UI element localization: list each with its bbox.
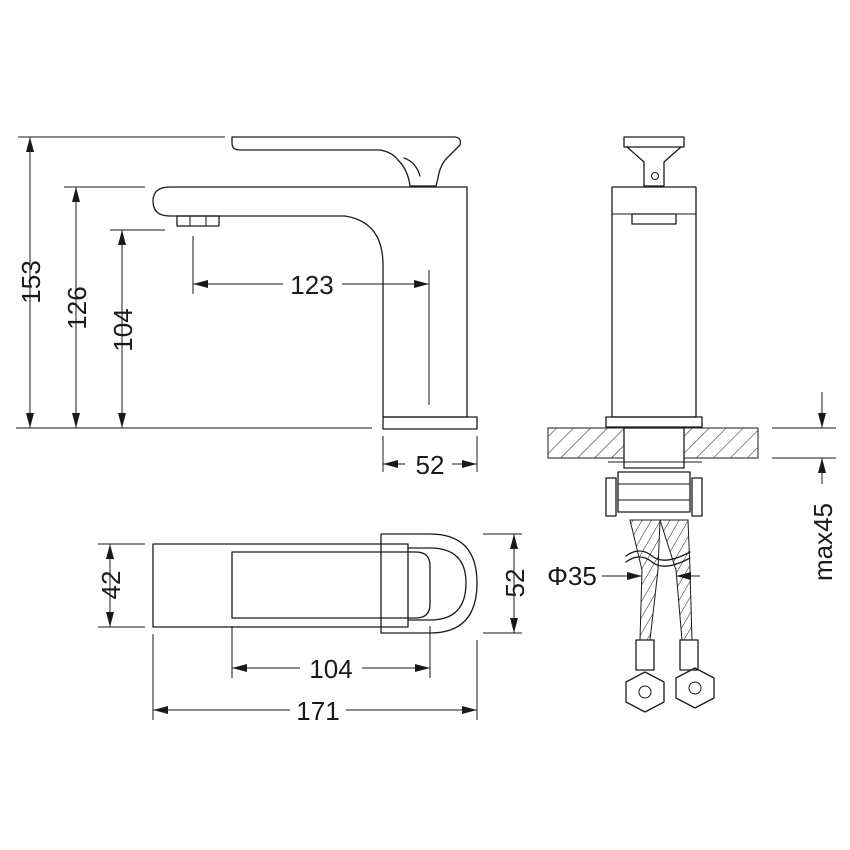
dim-42-label: 42 <box>96 571 126 600</box>
dim-phi35-label: Φ35 <box>547 561 597 591</box>
dim-52-top-label: 52 <box>500 569 530 598</box>
dim-126-label: 126 <box>62 286 92 329</box>
front-view: Φ35 max45 <box>547 136 838 713</box>
side-view: 153 126 104 123 52 <box>16 136 478 480</box>
dim-104-top-label: 104 <box>309 654 352 684</box>
dim-171-label: 171 <box>296 696 339 726</box>
dim-153-label: 153 <box>16 260 46 303</box>
dim-52-base-label: 52 <box>416 450 445 480</box>
dim-max45-label: max45 <box>808 503 838 581</box>
dim-104-side-label: 104 <box>108 308 138 351</box>
dim-123-label: 123 <box>290 270 333 300</box>
top-view: 42 52 104 171 <box>96 533 530 726</box>
